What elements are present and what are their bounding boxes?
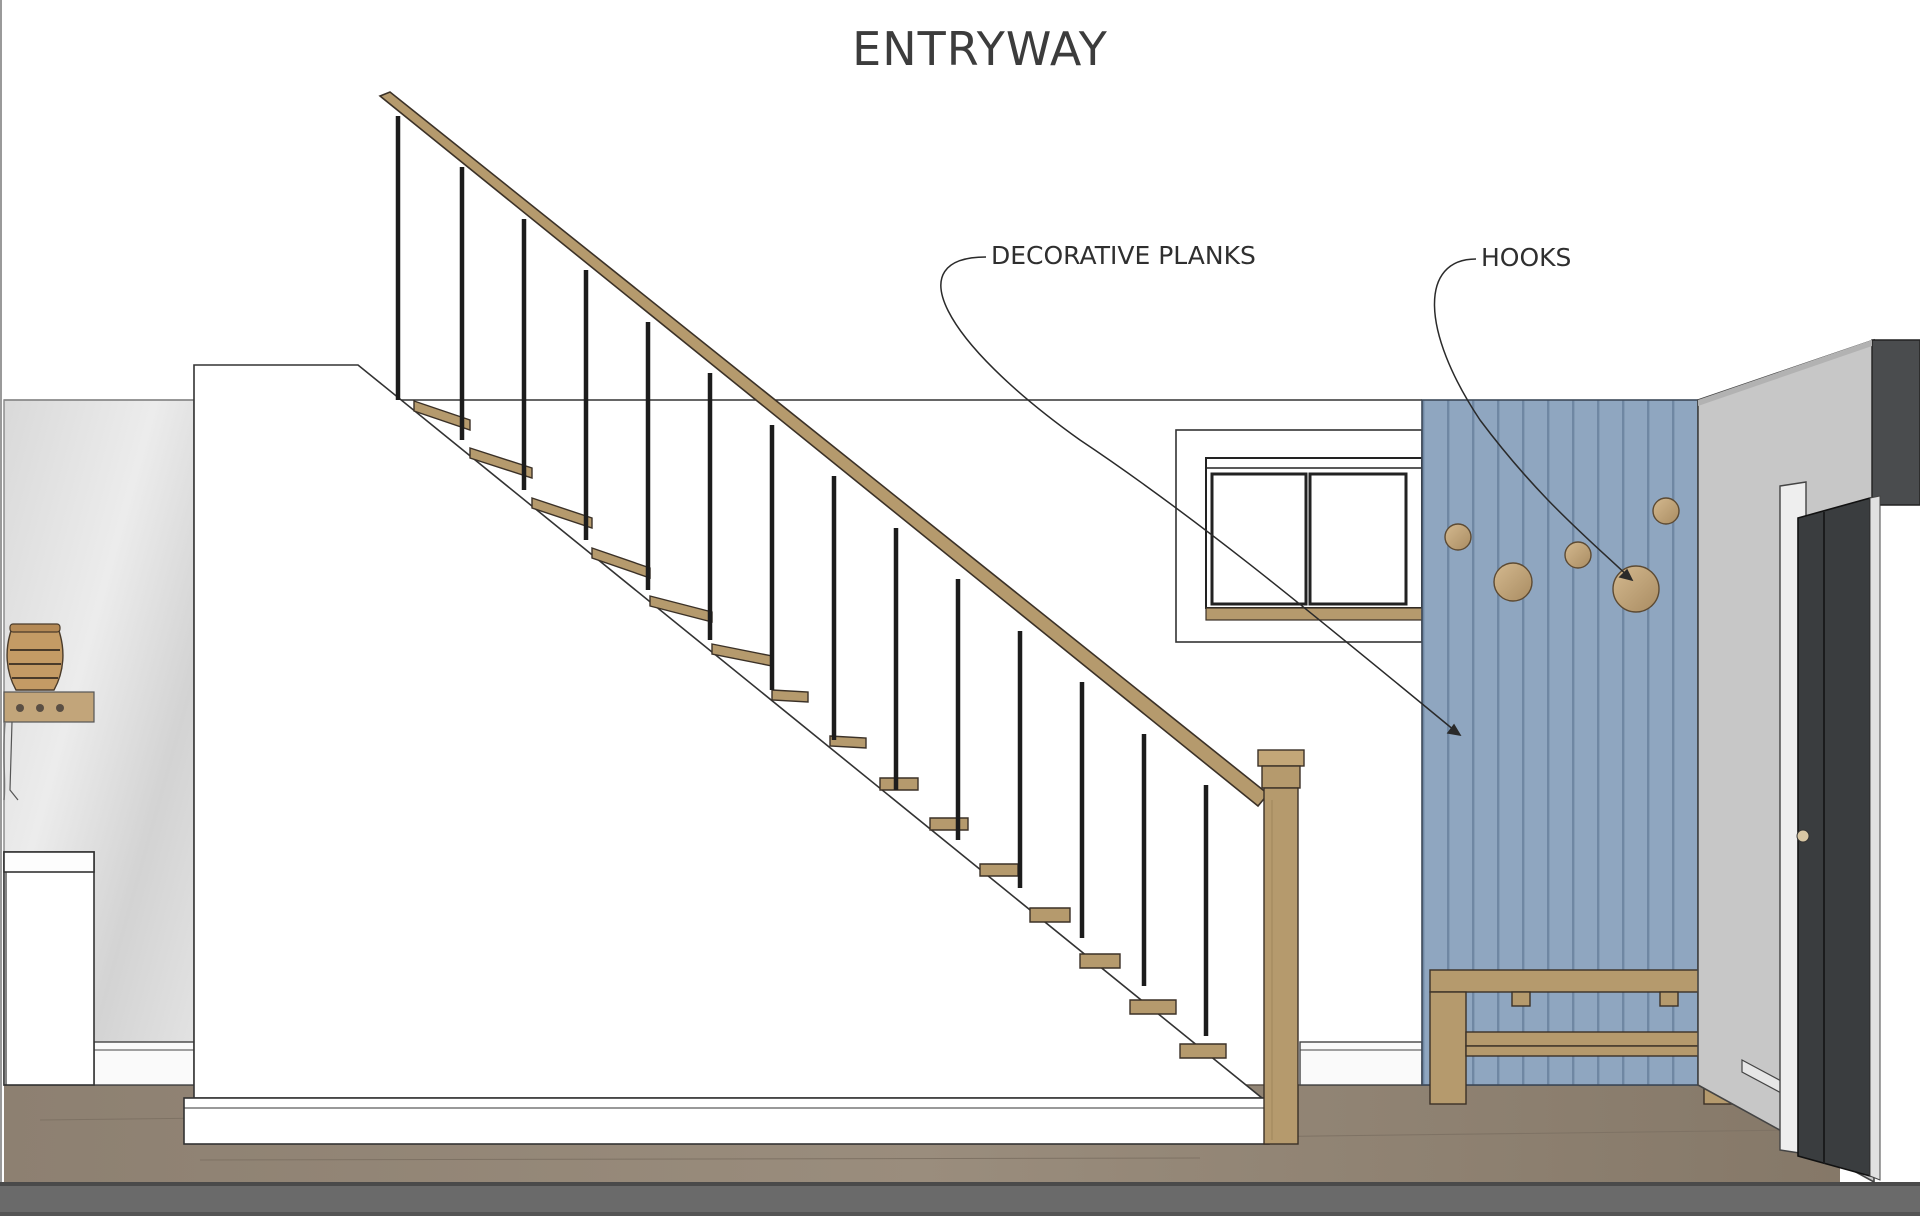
leader-lines xyxy=(940,256,1634,737)
hooks-label: HOOKS xyxy=(1481,243,1572,272)
decorative-planks-label: DECORATIVE PLANKS xyxy=(991,241,1256,270)
door xyxy=(1779,481,1881,1181)
newel-post xyxy=(1257,749,1305,1145)
vase xyxy=(6,623,64,691)
base-cabinet xyxy=(3,851,95,1086)
balusters xyxy=(395,116,1209,1036)
drawing-title: ENTRYWAY xyxy=(852,22,1108,76)
stair-side-wall xyxy=(183,364,1270,1145)
wall-shelf xyxy=(3,691,95,801)
